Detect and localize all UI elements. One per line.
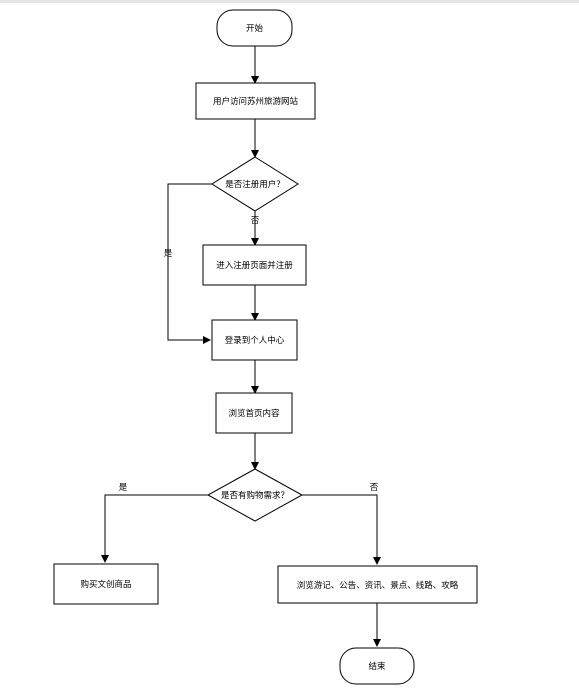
node-register: 进入注册页面并注册 — [202, 244, 307, 286]
node-browse-other: 浏览游记、公告、资讯、景点、线路、攻略 — [277, 565, 478, 604]
node-end: 结束 — [339, 647, 415, 685]
node-visit: 用户访问苏州旅游网站 — [195, 82, 316, 120]
edge-label-registered-yes: 是 — [164, 249, 173, 259]
edge-registered-yes — [167, 183, 212, 344]
top-border — [0, 0, 579, 3]
node-browse-other-label: 浏览游记、公告、资讯、景点、线路、攻略 — [297, 580, 459, 591]
node-needbuy-label: 是否有购物需求？ — [221, 490, 289, 501]
node-needbuy-decision: 是否有购物需求？ — [206, 468, 304, 522]
node-buy-label: 购买文创商品 — [80, 579, 131, 590]
node-visit-label: 用户访问苏州旅游网站 — [213, 96, 299, 107]
node-end-label: 结束 — [368, 661, 386, 672]
edge-needbuy-no — [302, 494, 381, 565]
node-login-label: 登录到个人中心 — [225, 335, 285, 346]
node-browse-home: 浏览首页内容 — [215, 392, 293, 434]
node-register-label: 进入注册页面并注册 — [216, 260, 293, 271]
edge-label-registered-no: 否 — [251, 216, 260, 226]
node-registered-decision: 是否注册用户？ — [211, 156, 299, 212]
node-start-label: 开始 — [246, 23, 264, 34]
edge-label-buy-no: 否 — [370, 483, 379, 493]
node-login: 登录到个人中心 — [211, 319, 298, 361]
node-registered-label: 是否注册用户？ — [225, 179, 285, 190]
node-start: 开始 — [216, 9, 293, 47]
edge-needbuy-yes — [101, 494, 208, 563]
node-buy: 购买文创商品 — [53, 563, 159, 605]
node-browse-home-label: 浏览首页内容 — [228, 408, 280, 419]
edge-label-buy-yes: 是 — [119, 483, 128, 493]
